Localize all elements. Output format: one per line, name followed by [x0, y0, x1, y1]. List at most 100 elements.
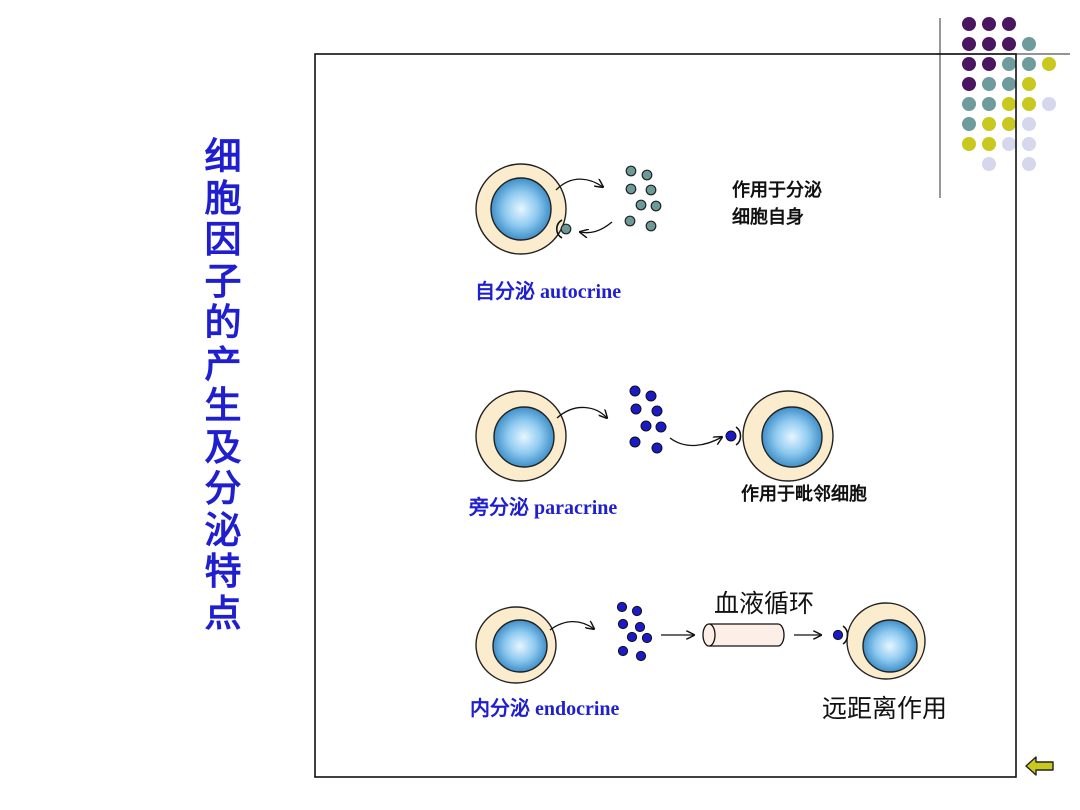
- paracrine-diagram: [475, 385, 834, 482]
- decorative-dot: [1022, 117, 1036, 131]
- slide-title-char: 的: [204, 301, 242, 344]
- slide-title-char: 生: [204, 384, 242, 427]
- cytokine-dot: [651, 405, 663, 417]
- endocrine-receptor: [832, 625, 849, 645]
- paracrine-delivery-arrow: [669, 437, 722, 447]
- cytokine-dot: [616, 601, 628, 613]
- slide-title-char: 产: [204, 342, 242, 386]
- decorative-dot: [962, 17, 976, 31]
- decorative-dot: [1022, 97, 1036, 111]
- paracrine-receptor: [725, 426, 742, 446]
- decorative-dot: [982, 157, 996, 171]
- decorative-dot: [982, 97, 996, 111]
- decorative-dot: [1022, 137, 1036, 151]
- blood-circulation-label: 血液循环: [714, 589, 815, 618]
- long-distance-action-label: 远距离作用: [822, 694, 948, 723]
- endocrine-target-cell: [846, 602, 926, 680]
- autocrine-cell: [475, 163, 567, 255]
- slide-title-char: 因: [204, 218, 242, 261]
- endocrine-secretion-arrow: [549, 622, 594, 630]
- slide-title-char: 分: [204, 467, 242, 510]
- decorative-dot: [1002, 57, 1016, 71]
- paracrine-secretion-arrow: [556, 406, 607, 418]
- cytokine-dot: [629, 385, 641, 397]
- paracrine-source-cell: [475, 390, 567, 482]
- decorative-dot: [962, 57, 976, 71]
- endocrine-cytokine-cluster: [616, 601, 653, 662]
- paracrine-cytokine-cluster: [629, 385, 667, 454]
- cytokine-dot: [630, 403, 642, 415]
- blood-vessel-tube: [702, 623, 785, 647]
- slide-title-char: 及: [204, 425, 242, 469]
- cytokine-dot: [645, 220, 657, 232]
- cytokine-dot: [640, 420, 652, 432]
- cytokine-dot: [631, 605, 643, 617]
- decorative-dot: [1002, 117, 1016, 131]
- decorative-dot: [1022, 77, 1036, 91]
- slide-title: 细胞因子的产生及分泌特点细胞因子的产生及分泌特点: [200, 136, 246, 634]
- decorative-dot: [962, 37, 976, 51]
- cytokine-dot: [625, 183, 637, 195]
- decorative-dot: [1042, 57, 1056, 71]
- slide-title-char: 点: [204, 591, 242, 635]
- diagram-frame: [314, 53, 1017, 778]
- cytokine-dot: [617, 645, 629, 657]
- autocrine-diagram: [475, 163, 662, 255]
- decorative-dot: [1002, 37, 1016, 51]
- decorative-dot: [982, 57, 996, 71]
- autocrine-secretion-arrow: [555, 178, 603, 191]
- autocrine-desc-line2: 细胞自身: [732, 207, 804, 228]
- decorative-dot: [1042, 97, 1056, 111]
- decorative-dot: [1022, 157, 1036, 171]
- cytokine-dot: [650, 200, 662, 212]
- decorative-dot: [962, 137, 976, 151]
- decorative-dot: [1022, 57, 1036, 71]
- decorative-dot-grid: [962, 17, 1056, 171]
- cytokine-dot: [645, 184, 657, 196]
- decorative-dot: [982, 17, 996, 31]
- endocrine-source-cell: [475, 606, 557, 684]
- autocrine-return-arrow: [580, 221, 613, 233]
- cytokine-dot: [634, 621, 646, 633]
- slide-title-char: 胞: [204, 176, 242, 220]
- back-arrow-icon: [1025, 756, 1054, 776]
- slide-title-char: 特: [204, 550, 242, 593]
- cytokine-dot: [641, 169, 653, 181]
- cytokine-dot: [626, 631, 638, 643]
- decorative-dot: [1002, 17, 1016, 31]
- paracrine-label: 旁分泌 paracrine: [469, 497, 618, 519]
- endocrine-diagram: [475, 601, 926, 684]
- cytokine-dot: [629, 436, 641, 448]
- cytokine-dot: [617, 618, 629, 630]
- decorative-dot: [1022, 37, 1036, 51]
- cytokine-dot: [651, 442, 663, 454]
- autocrine-label: 自分泌 autocrine: [475, 281, 622, 303]
- decorative-dot: [982, 117, 996, 131]
- autocrine-desc-line1: 作用于分泌: [732, 180, 822, 201]
- autocrine-receptor: [555, 219, 572, 239]
- cytokine-dot: [635, 650, 647, 662]
- decorative-dot: [982, 77, 996, 91]
- slide-title-char: 细: [204, 135, 242, 178]
- decorative-dot: [962, 117, 976, 131]
- cytokine-dot: [645, 390, 657, 402]
- endocrine-label: 内分泌 endocrine: [470, 698, 620, 720]
- paracrine-target-cell: [742, 390, 834, 482]
- autocrine-cytokine-cluster: [624, 165, 662, 232]
- cytokine-dot: [625, 165, 637, 177]
- slide-title-char: 泌: [204, 508, 242, 552]
- cytokine-dot: [635, 199, 647, 211]
- cytokine-dot: [641, 632, 653, 644]
- decorative-dot: [982, 37, 996, 51]
- slide-title-char: 子: [204, 259, 242, 303]
- decorative-dot: [1002, 97, 1016, 111]
- back-button[interactable]: [1024, 754, 1056, 778]
- decorative-dot: [962, 97, 976, 111]
- cytokine-dot: [655, 421, 667, 433]
- decorative-dot: [962, 77, 976, 91]
- paracrine-desc: 作用于毗邻细胞: [741, 484, 867, 505]
- decorative-dot: [1002, 137, 1016, 151]
- decorative-dot: [1002, 77, 1016, 91]
- decorative-dot: [982, 137, 996, 151]
